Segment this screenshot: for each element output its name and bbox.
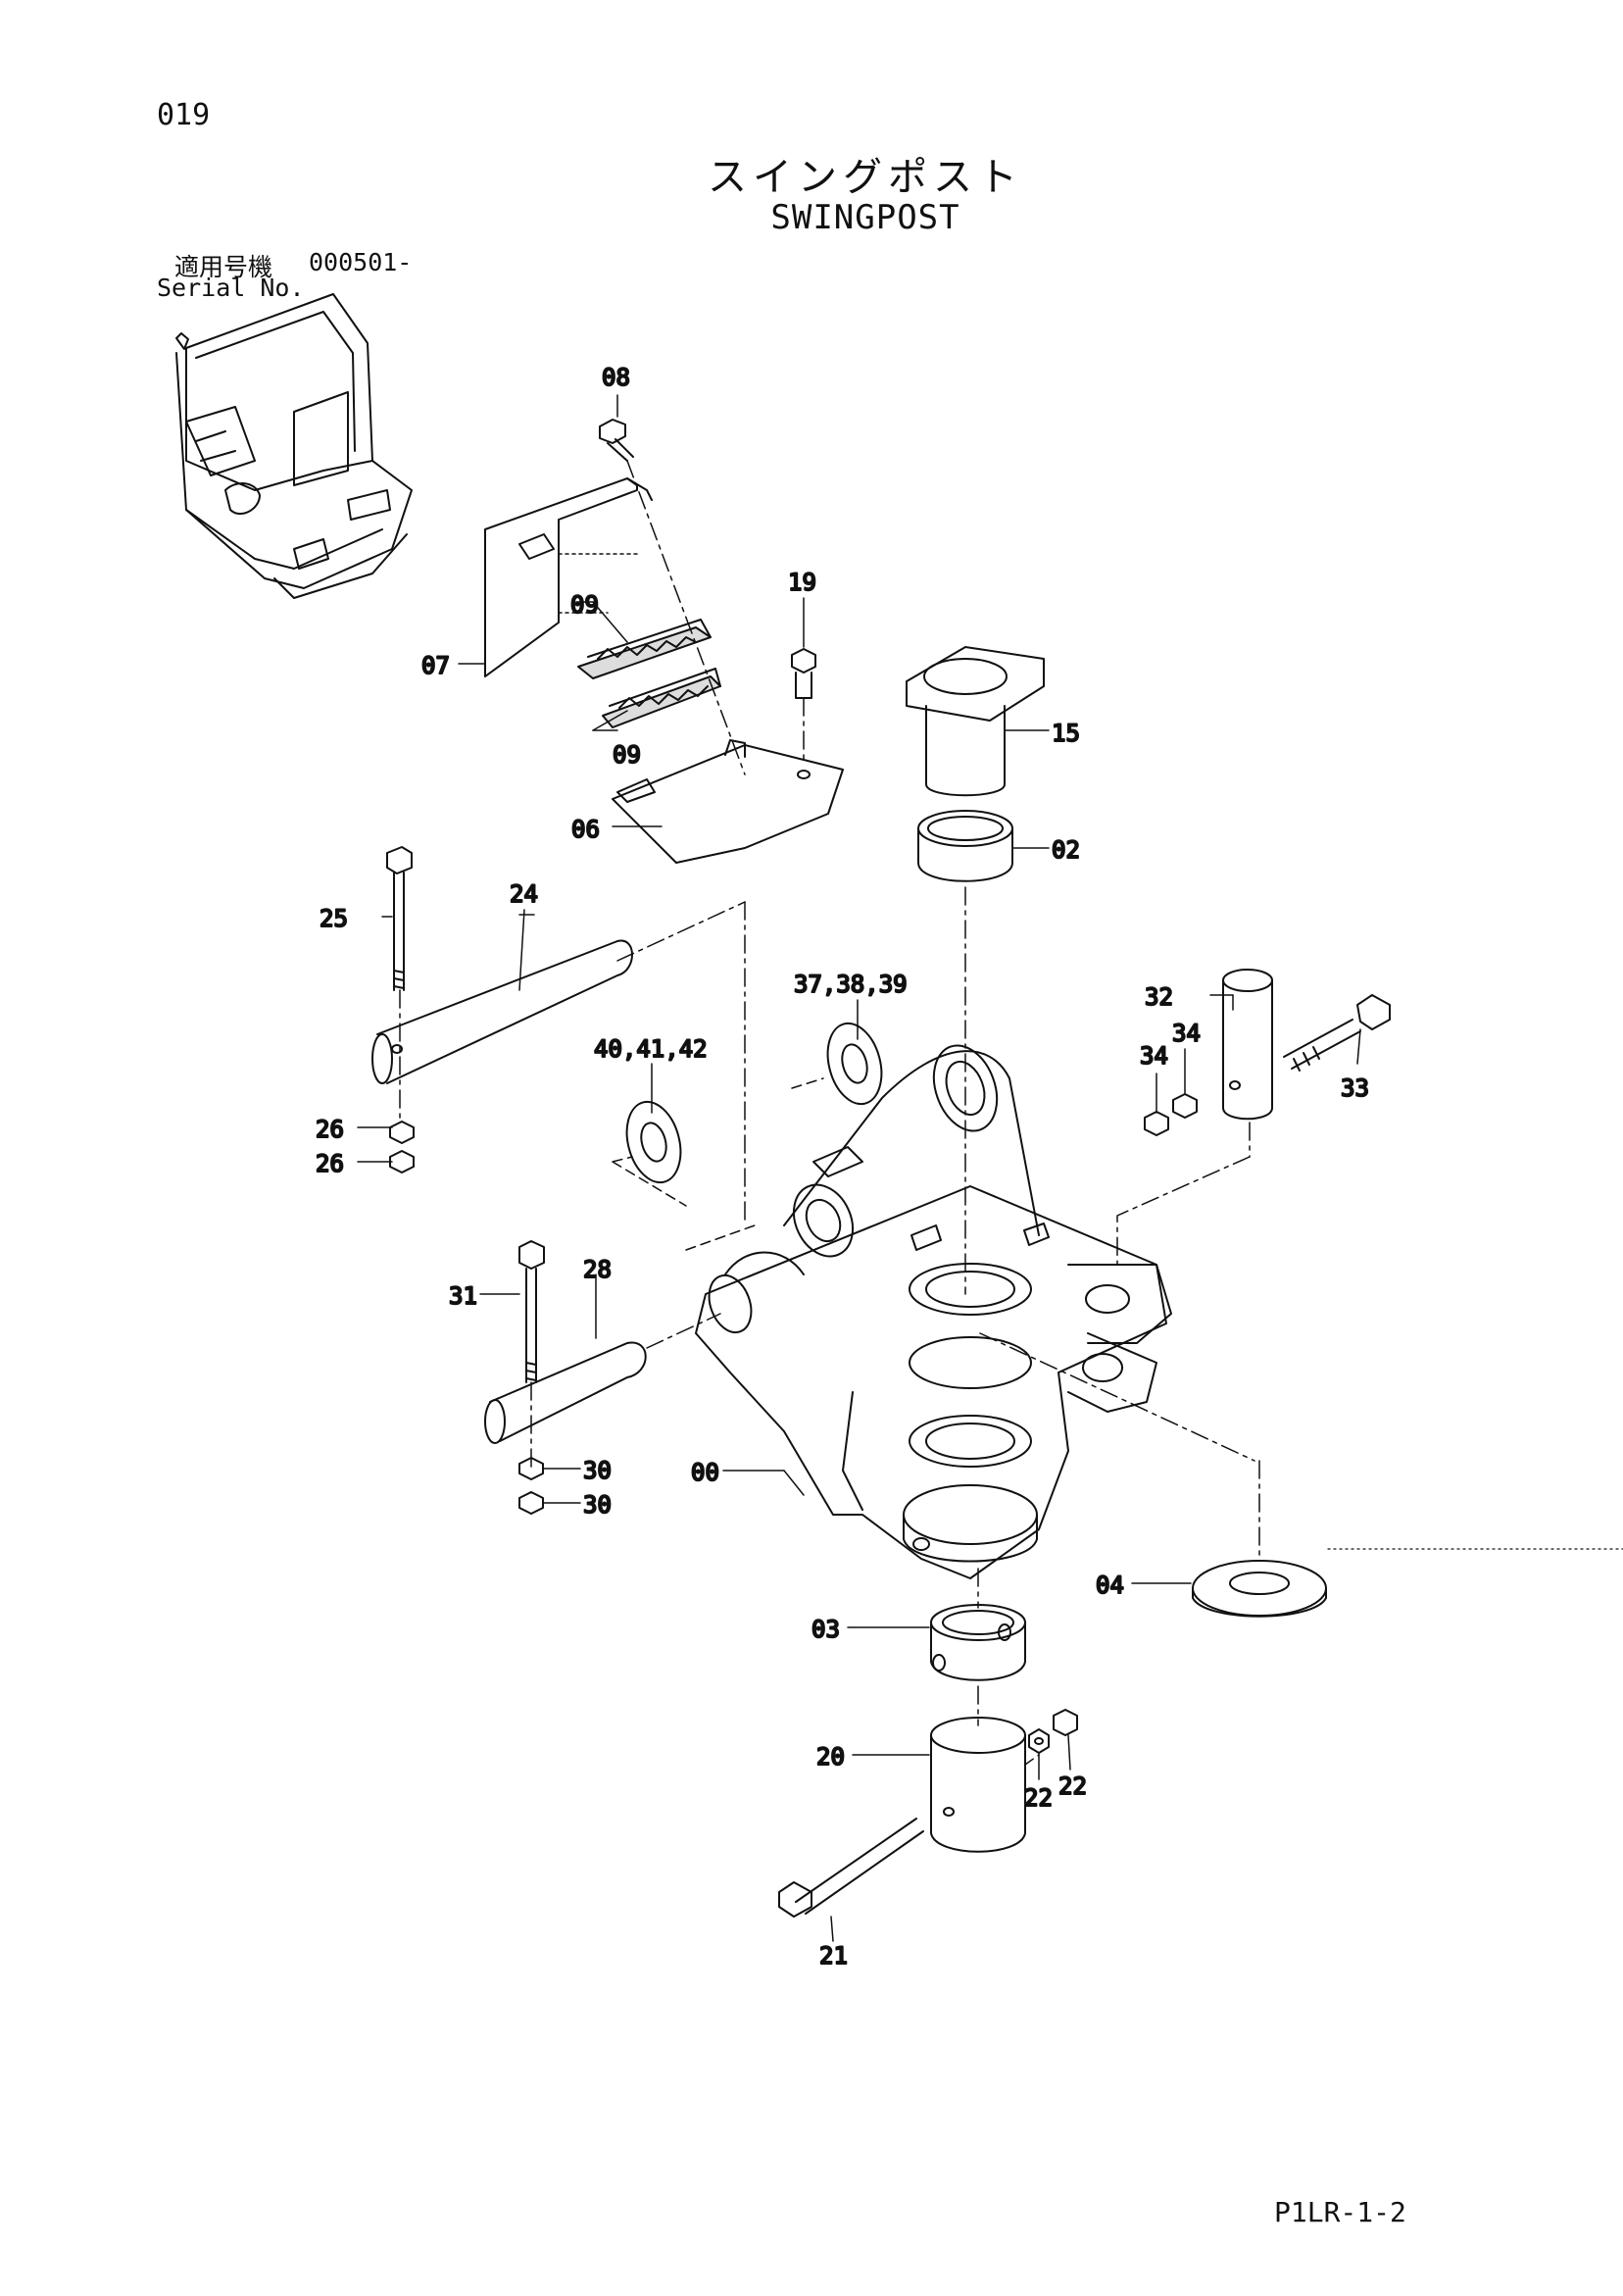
bolt-19 xyxy=(791,648,816,699)
nut-30-upper xyxy=(518,1457,544,1480)
bolt-08 xyxy=(599,419,634,462)
nut-22 xyxy=(1053,1709,1078,1736)
pin-32 xyxy=(1222,969,1273,1121)
cover-plate-07 xyxy=(484,477,653,677)
callout-07: 07 xyxy=(421,652,450,679)
page-number: 019 xyxy=(157,98,211,132)
nut-34-left xyxy=(1144,1111,1169,1136)
callout-30-upper: 30 xyxy=(583,1457,612,1484)
callout-26-upper: 26 xyxy=(316,1116,344,1143)
callout-25: 25 xyxy=(320,905,348,932)
callout-34-right: 34 xyxy=(1172,1020,1201,1047)
callout-24: 24 xyxy=(510,880,538,908)
bushing-03 xyxy=(930,1604,1026,1681)
callout-22-right: 22 xyxy=(1058,1772,1087,1800)
callout-32: 32 xyxy=(1145,983,1173,1011)
callout-00: 00 xyxy=(691,1459,719,1486)
nut-26-lower xyxy=(389,1150,415,1173)
nut-34-right xyxy=(1172,1093,1198,1119)
callout-28: 28 xyxy=(583,1256,612,1283)
callout-19: 19 xyxy=(788,569,816,596)
thrust-washer-04 xyxy=(1192,1560,1327,1618)
shim-40-41-42 xyxy=(625,1100,682,1184)
callout-09-lower: 09 xyxy=(613,741,641,769)
pin-28 xyxy=(484,1341,647,1444)
callout-09-upper: 09 xyxy=(570,591,599,619)
callout-03: 03 xyxy=(812,1616,840,1643)
bolt-31 xyxy=(518,1240,545,1383)
bushing-02 xyxy=(917,810,1013,882)
pin-20 xyxy=(930,1717,1026,1853)
callout-37-38-39: 37,38,39 xyxy=(794,971,908,998)
nut-30-lower xyxy=(518,1491,544,1515)
callout-21: 21 xyxy=(819,1942,848,1970)
bolt-33 xyxy=(1283,994,1391,1072)
rubber-strip-09-lower xyxy=(602,668,721,728)
excavator-thumbnail-icon xyxy=(175,293,413,599)
callout-06: 06 xyxy=(571,816,600,843)
callout-20: 20 xyxy=(816,1743,845,1771)
plate-06 xyxy=(612,739,844,864)
serial-label-en: Serial No. xyxy=(157,274,305,302)
shim-37-38-39 xyxy=(826,1022,883,1106)
callout-30-lower: 30 xyxy=(583,1491,612,1519)
page-title-jp: スイングポスト xyxy=(708,155,1023,200)
callout-08: 08 xyxy=(602,364,630,391)
washer-22 xyxy=(1028,1728,1050,1754)
callout-02: 02 xyxy=(1052,836,1080,864)
page-title-en: SWINGPOST xyxy=(770,198,960,237)
nut-26-upper xyxy=(389,1121,415,1144)
callout-40-41-42: 40,41,42 xyxy=(594,1035,708,1063)
callout-31: 31 xyxy=(449,1282,477,1310)
pin-cap-15 xyxy=(906,646,1045,797)
swing-post-body-00 xyxy=(695,1044,1172,1579)
callout-26-lower: 26 xyxy=(316,1150,344,1177)
bolt-21 xyxy=(778,1818,924,1918)
callout-15: 15 xyxy=(1052,720,1080,747)
rubber-strip-09-upper xyxy=(577,619,712,679)
serial-value: 000501- xyxy=(309,248,413,276)
callout-04: 04 xyxy=(1096,1572,1124,1599)
bolt-25 xyxy=(386,846,413,991)
footer-code: P1LR-1-2 xyxy=(1274,2196,1406,2228)
callout-22-left: 22 xyxy=(1024,1784,1053,1812)
leader-lines xyxy=(357,394,1361,1942)
callout-33: 33 xyxy=(1341,1074,1369,1102)
callout-34-left: 34 xyxy=(1140,1042,1168,1070)
serial-label-jp: 適用号機 xyxy=(174,253,273,281)
